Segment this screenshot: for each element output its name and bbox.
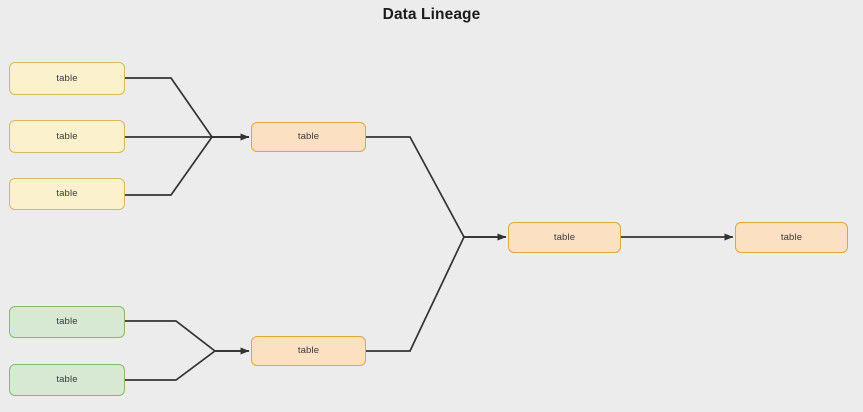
edge-src3-to-mid1 [125,136,249,196]
node-label: table [297,345,320,357]
node-label: table [553,231,576,243]
node-label: table [780,231,803,243]
edge-mid2-to-agg1 [366,236,506,352]
edge-src5-to-mid2 [125,350,249,381]
node-label: table [56,72,78,84]
edge-src1-to-mid1 [125,77,250,141]
node-agg1[interactable]: table [508,222,621,253]
node-label: table [56,130,78,142]
page-title: Data Lineage [382,6,481,23]
node-label: table [56,188,78,200]
node-src5[interactable]: table [9,364,125,396]
node-src3[interactable]: table [9,178,125,210]
node-out1[interactable]: table [735,222,848,253]
node-src2[interactable]: table [9,120,125,153]
node-src4[interactable]: table [9,306,125,338]
node-src1[interactable]: table [9,62,125,95]
node-label: table [56,374,78,386]
edge-mid1-to-agg1 [366,136,507,241]
node-mid1[interactable]: table [251,122,366,152]
node-label: table [297,131,320,143]
node-label: table [56,316,78,328]
node-mid2[interactable]: table [251,336,366,366]
edge-src4-to-mid2 [125,320,250,355]
